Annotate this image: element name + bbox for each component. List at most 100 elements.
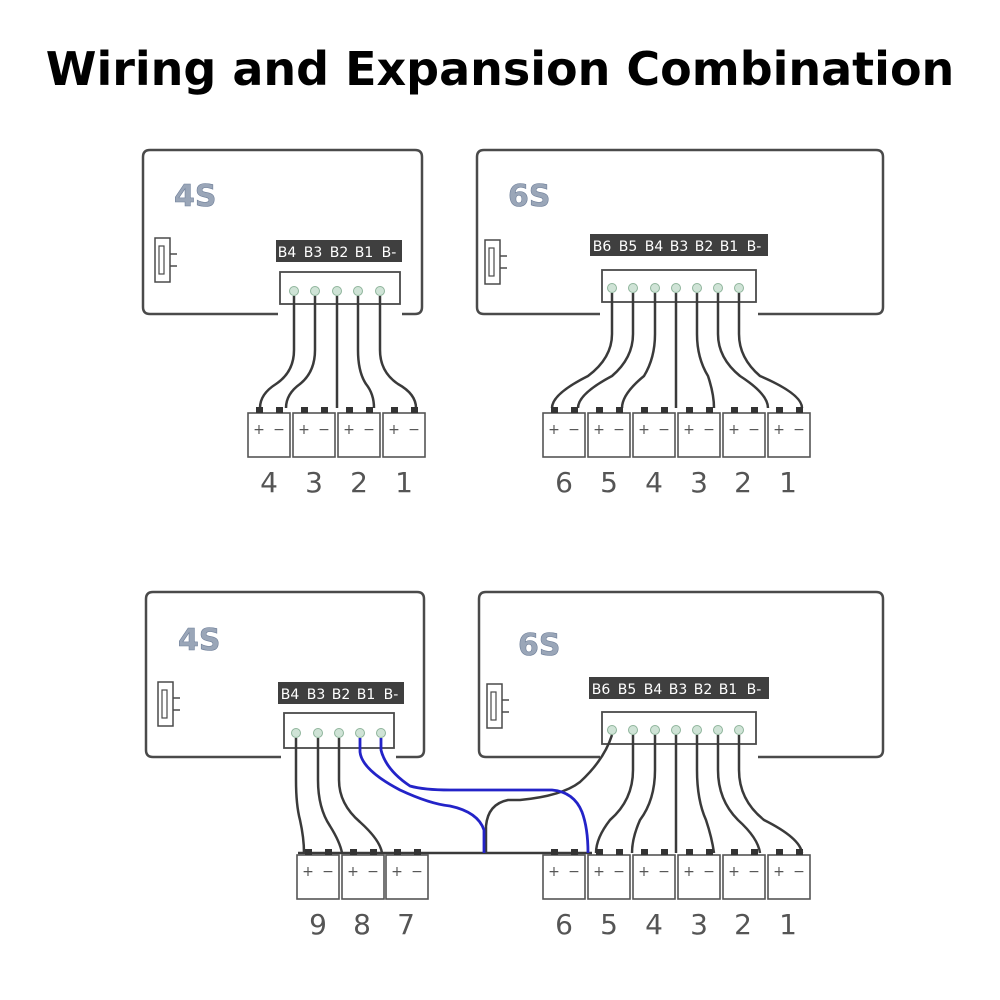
cell-minus-terminal: [276, 407, 283, 413]
cell-minus-sign: −: [748, 422, 760, 438]
cell-minus-sign: −: [703, 864, 715, 880]
cell-minus-sign: −: [411, 864, 423, 880]
cell-plus-terminal: [256, 407, 263, 413]
cell-plus-terminal: [641, 407, 648, 413]
pin-label: B2: [694, 682, 713, 698]
cell-minus-sign: −: [748, 864, 760, 880]
cell-plus-terminal: [686, 849, 693, 855]
pin-label: B3: [307, 687, 326, 703]
pin-label: B4: [281, 687, 300, 703]
terminal-pins: [289, 286, 385, 296]
cell-number: 4: [260, 466, 278, 499]
cell-number: 2: [734, 908, 752, 941]
pin-label: B1: [720, 239, 739, 255]
cell-minus-terminal: [616, 849, 623, 855]
pin-labels: B6 B5 B4 B3 B2 B1 B-: [593, 239, 762, 255]
cell-plus-terminal: [776, 849, 783, 855]
cell-plus-terminal: [551, 849, 558, 855]
cell-minus-terminal: [325, 849, 332, 855]
top-cell-numbers: 4 3 2 1 6 5 4 3 2 1: [260, 466, 797, 499]
cell-plus-terminal: [596, 849, 603, 855]
terminal-pins: [291, 728, 386, 738]
cell-minus-terminal: [751, 407, 758, 413]
connector-icon: [484, 239, 507, 285]
cell-number: 2: [350, 466, 368, 499]
cell-plus-sign: +: [388, 422, 400, 438]
pin-label: B-: [382, 245, 397, 261]
cell-plus-terminal: [596, 407, 603, 413]
pin-label: B3: [669, 682, 688, 698]
pin-label: B5: [618, 682, 637, 698]
cell-minus-terminal: [366, 407, 373, 413]
cell-minus-terminal: [321, 407, 328, 413]
terminal-pins: [607, 283, 744, 293]
bottom-wires: [294, 734, 804, 855]
board-model-label: 4S: [174, 179, 216, 214]
cell-plus-sign: +: [593, 864, 605, 880]
cell-minus-sign: −: [658, 422, 670, 438]
pin-label-strip: [276, 240, 402, 262]
battery-cell: +−: [587, 849, 631, 900]
battery-cell: +−: [296, 849, 340, 900]
cell-number: 8: [353, 908, 371, 941]
cell-minus-sign: −: [793, 422, 805, 438]
cell-plus-terminal: [731, 849, 738, 855]
battery-cell: +−: [542, 849, 586, 900]
connector-icon: [157, 681, 180, 727]
cell-number: 1: [779, 908, 797, 941]
cell-plus-sign: +: [683, 864, 695, 880]
cell-plus-terminal: [641, 849, 648, 855]
pin-label: B-: [384, 687, 399, 703]
top-cells: +−+−+−+−+−+−+−+−+−+−: [247, 407, 811, 458]
cell-number: 3: [305, 466, 323, 499]
cell-plus-sign: +: [638, 864, 650, 880]
battery-cell: +−: [341, 849, 385, 900]
cell-number: 6: [555, 908, 573, 941]
pin-label: B3: [304, 245, 323, 261]
battery-cell: +−: [337, 407, 381, 458]
battery-cell: +−: [247, 407, 291, 458]
battery-cell: +−: [767, 407, 811, 458]
cell-plus-terminal: [686, 407, 693, 413]
pin-labels: B6 B5 B4 B3 B2 B1 B-: [592, 682, 762, 698]
pin-label: B4: [278, 245, 297, 261]
bottom-cell-numbers: 9 8 7 6 5 4 3 2 1: [309, 908, 797, 941]
cell-plus-sign: +: [548, 422, 560, 438]
cell-plus-terminal: [301, 407, 308, 413]
cell-plus-sign: +: [683, 422, 695, 438]
pin-label: B4: [644, 682, 663, 698]
cell-minus-terminal: [751, 849, 758, 855]
pin-label: B1: [355, 245, 374, 261]
cell-plus-terminal: [776, 407, 783, 413]
cell-number: 6: [555, 466, 573, 499]
cell-minus-sign: −: [408, 422, 420, 438]
cell-minus-terminal: [571, 849, 578, 855]
board-model-label: 6S: [508, 179, 550, 214]
cell-minus-sign: −: [322, 864, 334, 880]
cell-number: 5: [600, 908, 618, 941]
battery-cell: +−: [632, 849, 676, 900]
board-model-label: 6S: [518, 628, 560, 663]
pin-labels: B4 B3 B2 B1 B-: [281, 687, 399, 703]
cell-number: 7: [397, 908, 415, 941]
cell-plus-sign: +: [347, 864, 359, 880]
blue-jumper-wires: [358, 738, 590, 854]
cell-plus-sign: +: [773, 864, 785, 880]
cell-plus-sign: +: [638, 422, 650, 438]
pin-label: B-: [747, 239, 762, 255]
cell-plus-sign: +: [593, 422, 605, 438]
bottom-4s-board: 4S B4 B3 B2 B1 B-: [144, 590, 426, 759]
cell-plus-sign: +: [773, 422, 785, 438]
cell-number: 1: [779, 466, 797, 499]
cell-plus-terminal: [305, 849, 312, 855]
pin-label: B2: [695, 239, 714, 255]
pin-label: B6: [593, 239, 612, 255]
cell-minus-terminal: [414, 849, 421, 855]
cell-minus-sign: −: [363, 422, 375, 438]
cell-plus-sign: +: [391, 864, 403, 880]
cell-minus-terminal: [706, 407, 713, 413]
cell-number: 4: [645, 466, 663, 499]
cell-minus-sign: −: [318, 422, 330, 438]
